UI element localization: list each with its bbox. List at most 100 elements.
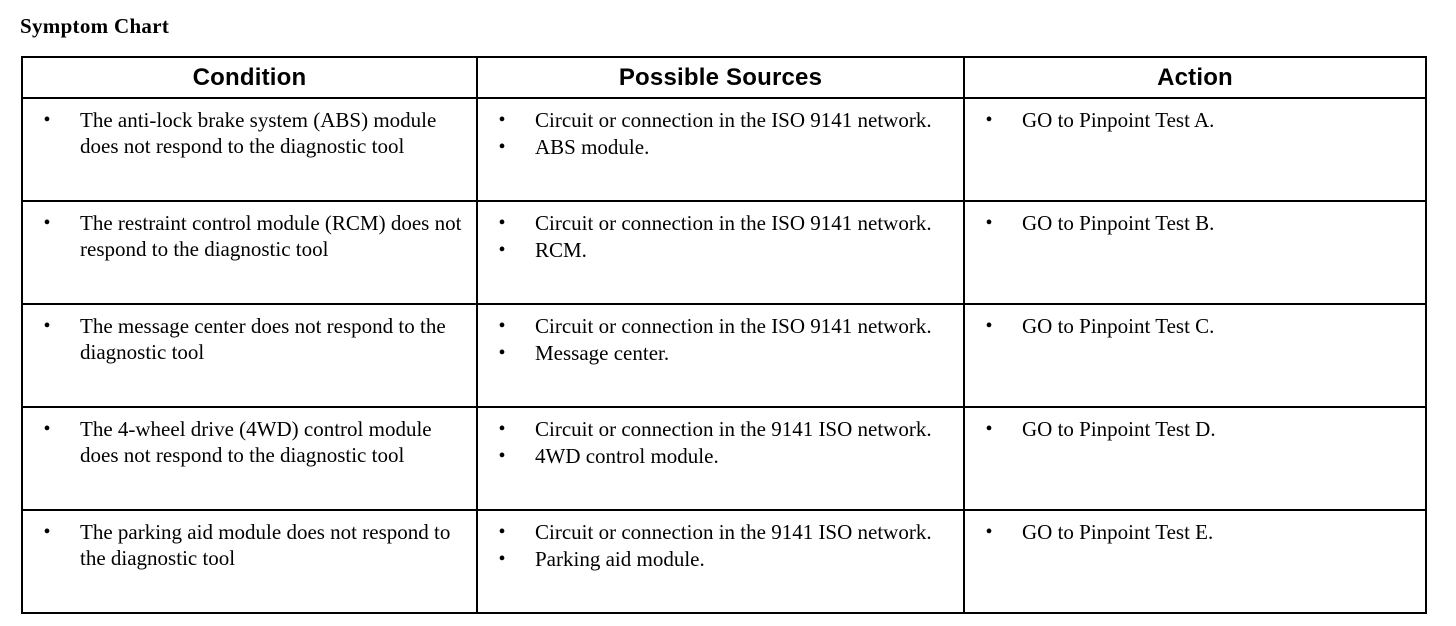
cell-condition: • The message center does not respond to… [21, 303, 478, 408]
list-item-text: Circuit or connection in the 9141 ISO ne… [535, 417, 932, 441]
cell-possible-sources: • Circuit or connection in the ISO 9141 … [476, 200, 965, 305]
table-row: • The anti-lock brake system (ABS) modul… [21, 97, 1427, 202]
list-item: • GO to Pinpoint Test B. [965, 210, 1419, 236]
cell-action: • GO to Pinpoint Test B. [963, 200, 1427, 305]
column-header-condition: Condition [21, 56, 478, 99]
list-item: • RCM. [478, 237, 957, 263]
cell-possible-sources: • Circuit or connection in the 9141 ISO … [476, 406, 965, 511]
list-item: • Circuit or connection in the ISO 9141 … [478, 210, 957, 236]
bullet-icon: • [43, 212, 51, 234]
bullet-icon: • [498, 418, 506, 440]
list-item-text: Circuit or connection in the 9141 ISO ne… [535, 520, 932, 544]
condition-bullet-list: • The message center does not respond to… [23, 313, 470, 365]
cell-condition: • The restraint control module (RCM) doe… [21, 200, 478, 305]
list-item-text: GO to Pinpoint Test E. [1022, 520, 1214, 544]
cell-condition: • The parking aid module does not respon… [21, 509, 478, 614]
bullet-icon: • [498, 445, 506, 467]
cell-action: • GO to Pinpoint Test A. [963, 97, 1427, 202]
bullet-icon: • [498, 136, 506, 158]
list-item: • GO to Pinpoint Test A. [965, 107, 1419, 133]
cell-possible-sources: • Circuit or connection in the 9141 ISO … [476, 509, 965, 614]
list-item-text: Circuit or connection in the ISO 9141 ne… [535, 314, 932, 338]
bullet-icon: • [498, 109, 506, 131]
table-row: • The message center does not respond to… [21, 303, 1427, 408]
list-item: • The restraint control module (RCM) doe… [23, 210, 470, 262]
list-item: • GO to Pinpoint Test D. [965, 416, 1419, 442]
cell-action: • GO to Pinpoint Test E. [963, 509, 1427, 614]
bullet-icon: • [43, 521, 51, 543]
list-item-text: GO to Pinpoint Test C. [1022, 314, 1215, 338]
bullet-icon: • [985, 212, 993, 234]
bullet-icon: • [43, 315, 51, 337]
bullet-icon: • [498, 521, 506, 543]
list-item: • Circuit or connection in the ISO 9141 … [478, 313, 957, 339]
bullet-icon: • [985, 109, 993, 131]
bullet-icon: • [498, 239, 506, 261]
column-header-action: Action [963, 56, 1427, 99]
list-item: • Message center. [478, 340, 957, 366]
bullet-icon: • [498, 212, 506, 234]
table-body: • The anti-lock brake system (ABS) modul… [21, 97, 1427, 614]
list-item: • The message center does not respond to… [23, 313, 470, 365]
list-item-text: ABS module. [535, 135, 650, 159]
list-item: • The anti-lock brake system (ABS) modul… [23, 107, 470, 159]
list-item-text: The message center does not respond to t… [80, 314, 446, 364]
list-item-text: Circuit or connection in the ISO 9141 ne… [535, 108, 932, 132]
list-item: • Circuit or connection in the 9141 ISO … [478, 519, 957, 545]
list-item: • The parking aid module does not respon… [23, 519, 470, 571]
list-item-text: GO to Pinpoint Test B. [1022, 211, 1215, 235]
table-row: • The 4-wheel drive (4WD) control module… [21, 406, 1427, 511]
list-item: • GO to Pinpoint Test E. [965, 519, 1419, 545]
action-bullet-list: • GO to Pinpoint Test A. [965, 107, 1419, 133]
list-item: • Circuit or connection in the ISO 9141 … [478, 107, 957, 133]
bullet-icon: • [43, 418, 51, 440]
action-bullet-list: • GO to Pinpoint Test B. [965, 210, 1419, 236]
header-row: Condition Possible Sources Action [21, 56, 1427, 99]
bullet-icon: • [985, 521, 993, 543]
bullet-icon: • [985, 418, 993, 440]
cell-condition: • The anti-lock brake system (ABS) modul… [21, 97, 478, 202]
sources-bullet-list: • Circuit or connection in the 9141 ISO … [478, 416, 957, 469]
cell-possible-sources: • Circuit or connection in the ISO 9141 … [476, 97, 965, 202]
bullet-icon: • [498, 342, 506, 364]
sources-bullet-list: • Circuit or connection in the 9141 ISO … [478, 519, 957, 572]
list-item-text: GO to Pinpoint Test A. [1022, 108, 1215, 132]
condition-bullet-list: • The parking aid module does not respon… [23, 519, 470, 571]
list-item: • 4WD control module. [478, 443, 957, 469]
list-item: • Circuit or connection in the 9141 ISO … [478, 416, 957, 442]
list-item-text: RCM. [535, 238, 587, 262]
cell-action: • GO to Pinpoint Test C. [963, 303, 1427, 408]
list-item: • ABS module. [478, 134, 957, 160]
cell-condition: • The 4-wheel drive (4WD) control module… [21, 406, 478, 511]
list-item-text: The 4-wheel drive (4WD) control module d… [80, 417, 432, 467]
list-item-text: Circuit or connection in the ISO 9141 ne… [535, 211, 932, 235]
list-item-text: GO to Pinpoint Test D. [1022, 417, 1216, 441]
list-item-text: 4WD control module. [535, 444, 719, 468]
table-row: • The parking aid module does not respon… [21, 509, 1427, 614]
sources-bullet-list: • Circuit or connection in the ISO 9141 … [478, 210, 957, 263]
condition-bullet-list: • The anti-lock brake system (ABS) modul… [23, 107, 470, 159]
table-header: Condition Possible Sources Action [21, 56, 1427, 99]
action-bullet-list: • GO to Pinpoint Test D. [965, 416, 1419, 442]
cell-action: • GO to Pinpoint Test D. [963, 406, 1427, 511]
list-item-text: The parking aid module does not respond … [80, 520, 451, 570]
bullet-icon: • [985, 315, 993, 337]
symptom-chart-table: Condition Possible Sources Action • The … [21, 56, 1427, 614]
bullet-icon: • [498, 548, 506, 570]
cell-possible-sources: • Circuit or connection in the ISO 9141 … [476, 303, 965, 408]
list-item: • Parking aid module. [478, 546, 957, 572]
list-item-text: Message center. [535, 341, 670, 365]
bullet-icon: • [498, 315, 506, 337]
condition-bullet-list: • The restraint control module (RCM) doe… [23, 210, 470, 262]
table-row: • The restraint control module (RCM) doe… [21, 200, 1427, 305]
page-title: Symptom Chart [20, 14, 170, 38]
action-bullet-list: • GO to Pinpoint Test C. [965, 313, 1419, 339]
bullet-icon: • [43, 109, 51, 131]
condition-bullet-list: • The 4-wheel drive (4WD) control module… [23, 416, 470, 468]
column-header-possible-sources: Possible Sources [476, 56, 965, 99]
sources-bullet-list: • Circuit or connection in the ISO 9141 … [478, 107, 957, 160]
list-item: • The 4-wheel drive (4WD) control module… [23, 416, 470, 468]
action-bullet-list: • GO to Pinpoint Test E. [965, 519, 1419, 545]
list-item-text: Parking aid module. [535, 547, 705, 571]
